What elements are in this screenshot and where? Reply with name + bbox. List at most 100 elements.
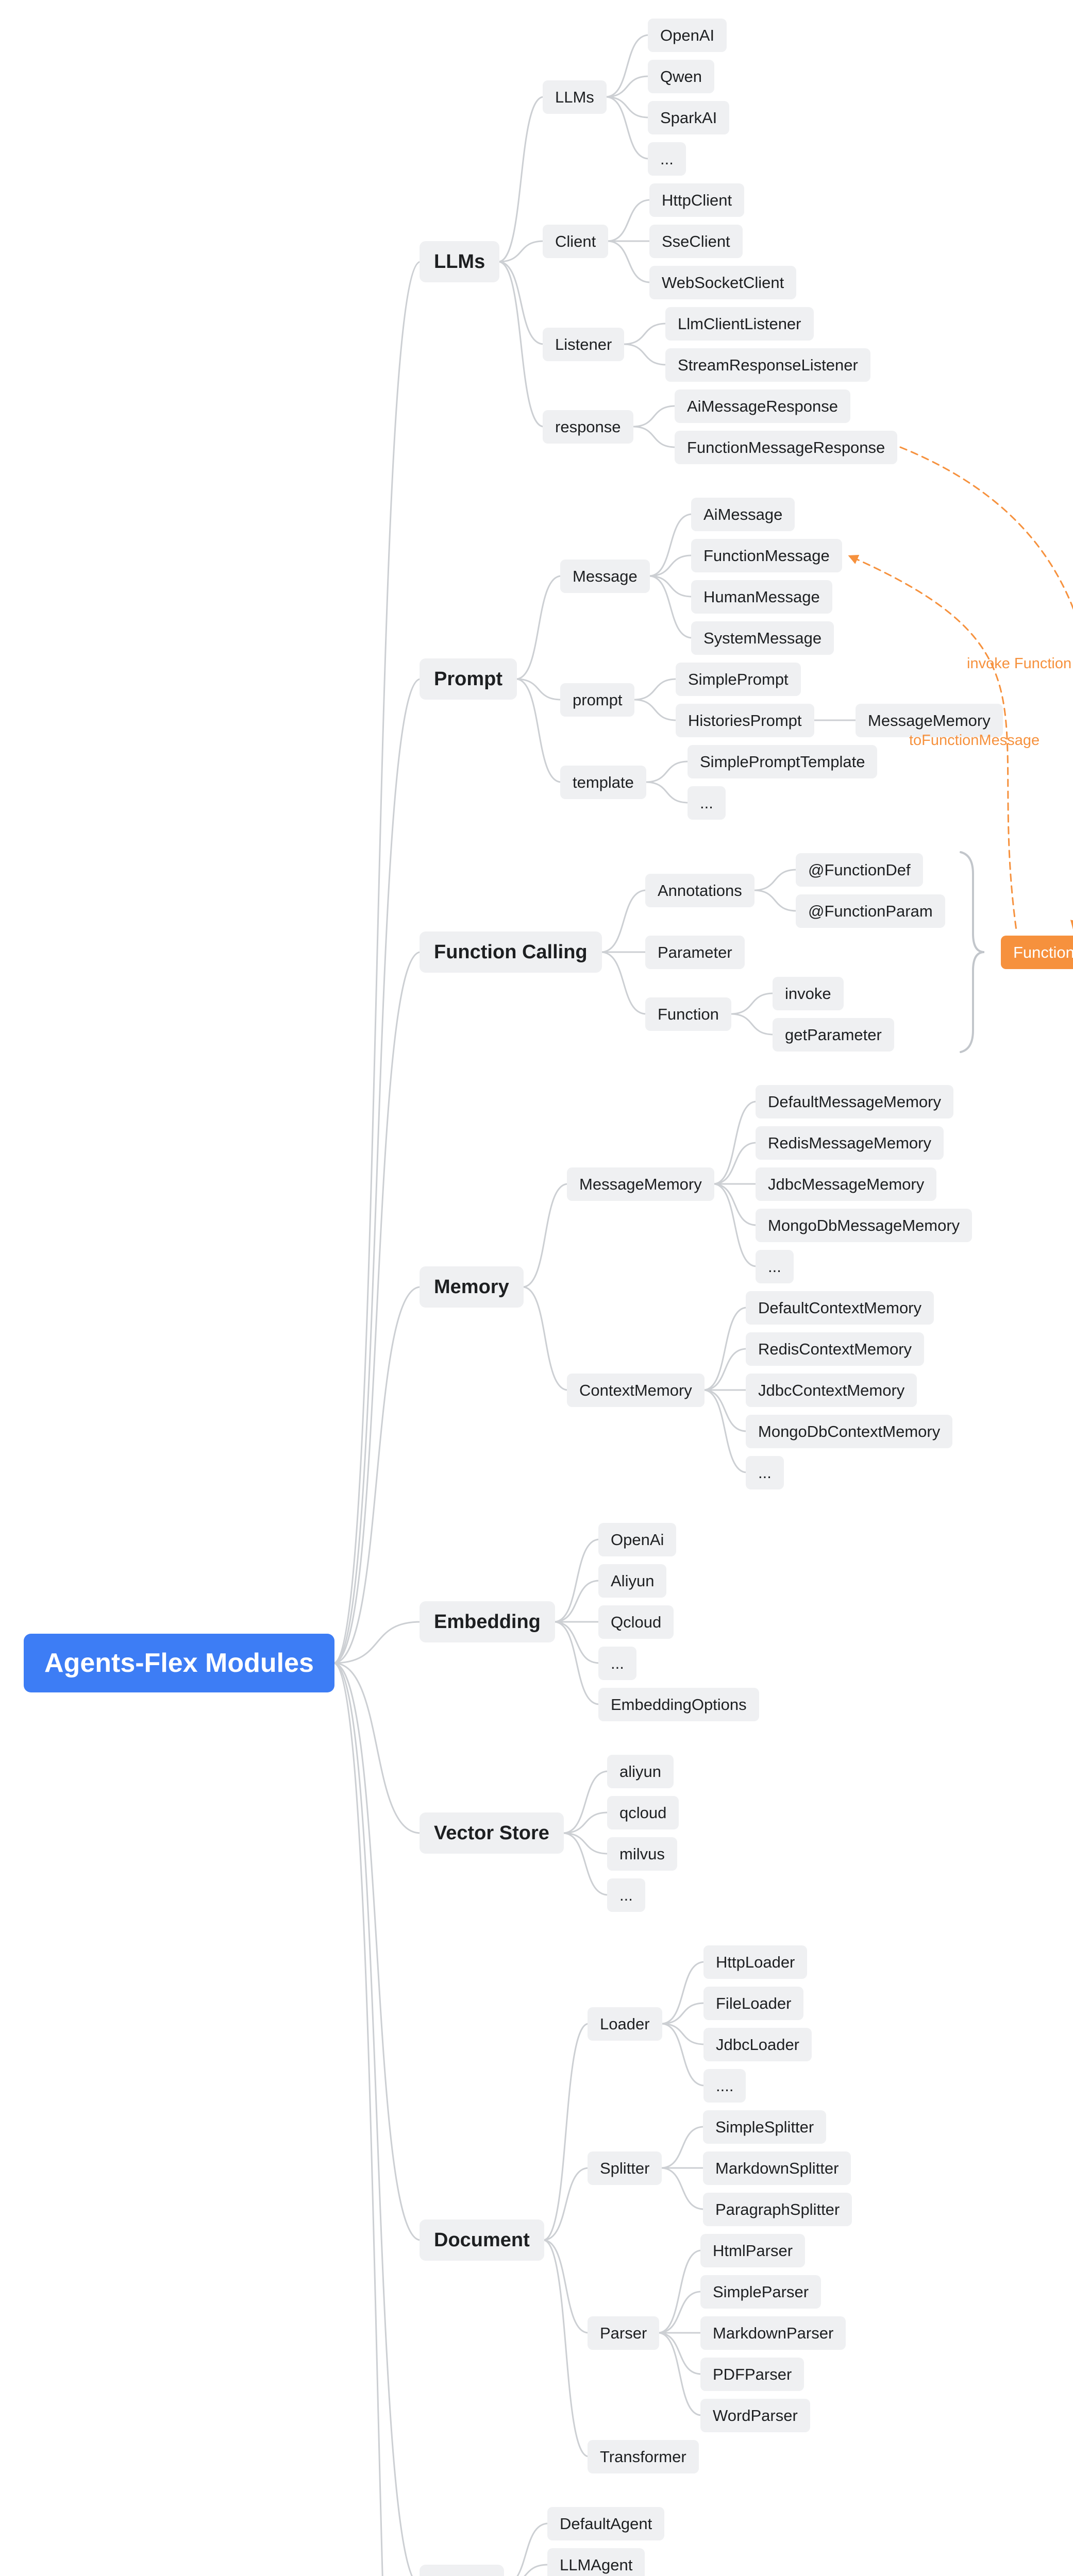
- node-embeddingoptions[interactable]: EmbeddingOptions: [598, 1688, 759, 1721]
- node-functiondef[interactable]: @FunctionDef: [796, 853, 923, 887]
- connector-link: [522, 1286, 569, 1391]
- node-annotations[interactable]: Annotations: [645, 874, 755, 907]
- node-mongodbmessagememory[interactable]: MongoDbMessageMemory: [756, 1209, 973, 1242]
- node-pdfparser[interactable]: PDFParser: [700, 2358, 804, 2391]
- node-defaultmessagememory[interactable]: DefaultMessageMemory: [756, 1085, 953, 1118]
- node-aimessage[interactable]: AiMessage: [691, 498, 795, 531]
- connector-link: [553, 1580, 600, 1623]
- connector-link: [712, 1183, 758, 1267]
- node-ellipsis[interactable]: ...: [688, 786, 726, 820]
- connector-link: [332, 1662, 422, 2241]
- node-simplesplitter[interactable]: SimpleSplitter: [703, 2110, 827, 2144]
- node-llms[interactable]: LLMs: [420, 241, 500, 282]
- connector-link: [752, 889, 798, 912]
- node-qcloud[interactable]: Qcloud: [598, 1605, 674, 1639]
- node-defaultcontextmemory[interactable]: DefaultContextMemory: [746, 1291, 934, 1325]
- node-loader[interactable]: Loader: [588, 2007, 662, 2041]
- node-response[interactable]: response: [543, 410, 633, 444]
- node-functionmessage[interactable]: FunctionMessage: [691, 539, 842, 572]
- node-parser[interactable]: Parser: [588, 2316, 660, 2350]
- node-functionparam[interactable]: @FunctionParam: [796, 894, 945, 928]
- node-messagememory[interactable]: MessageMemory: [567, 1167, 714, 1201]
- node-jdbcmessagememory[interactable]: JdbcMessageMemory: [756, 1167, 937, 1201]
- node-vector-store[interactable]: Vector Store: [420, 1812, 564, 1854]
- node-jdbccontextmemory[interactable]: JdbcContextMemory: [746, 1374, 917, 1407]
- node-agents-flex-modules[interactable]: Agents-Flex Modules: [24, 1634, 334, 1692]
- node-function[interactable]: Function: [645, 997, 731, 1031]
- node-simpleprompt[interactable]: SimplePrompt: [676, 663, 801, 696]
- node-httploader[interactable]: HttpLoader: [703, 1945, 808, 1979]
- node-markdownparser[interactable]: MarkdownParser: [700, 2316, 846, 2350]
- node-prompt[interactable]: Prompt: [420, 658, 517, 700]
- node-ellipsis[interactable]: ...: [598, 1647, 636, 1680]
- node-simpleparser[interactable]: SimpleParser: [700, 2275, 821, 2309]
- node-sseclient[interactable]: SseClient: [649, 225, 743, 258]
- node-wordparser[interactable]: WordParser: [700, 2399, 810, 2432]
- node-agent[interactable]: Agent: [420, 2565, 504, 2576]
- node-defaultagent[interactable]: DefaultAgent: [547, 2507, 665, 2540]
- node-client[interactable]: Client: [543, 225, 609, 258]
- node-rediscontextmemory[interactable]: RedisContextMemory: [746, 1332, 925, 1366]
- node-aliyun[interactable]: Aliyun: [598, 1564, 667, 1598]
- node-fileloader[interactable]: FileLoader: [703, 1987, 804, 2020]
- connector-link: [332, 261, 422, 1664]
- node-simpleprompttemplate[interactable]: SimplePromptTemplate: [688, 745, 878, 778]
- node-ellipsis[interactable]: ...: [648, 142, 686, 176]
- node-template[interactable]: template: [560, 766, 646, 799]
- node-splitter[interactable]: Splitter: [588, 2151, 662, 2185]
- node-memory[interactable]: Memory: [420, 1266, 524, 1308]
- node-sparkai[interactable]: SparkAI: [648, 101, 730, 134]
- node-contextmemory[interactable]: ContextMemory: [567, 1374, 705, 1407]
- node-transformer[interactable]: Transformer: [588, 2440, 699, 2473]
- node-messagememory[interactable]: MessageMemory: [856, 704, 1003, 737]
- node-ellipsis[interactable]: ...: [756, 1250, 794, 1283]
- node-milvus[interactable]: milvus: [607, 1837, 677, 1871]
- connector-link: [632, 699, 678, 721]
- node-systemmessage[interactable]: SystemMessage: [691, 621, 834, 655]
- node-jdbcloader[interactable]: JdbcLoader: [703, 2028, 812, 2061]
- node-mongodbcontextmemory[interactable]: MongoDbContextMemory: [746, 1415, 953, 1448]
- node-qwen[interactable]: Qwen: [648, 60, 714, 93]
- node-document[interactable]: Document: [420, 2219, 544, 2261]
- node-openai[interactable]: OpenAi: [598, 1523, 677, 1556]
- node-function-calling[interactable]: Function Calling: [420, 931, 602, 973]
- connector-link: [729, 1013, 775, 1036]
- node-message[interactable]: Message: [560, 560, 650, 593]
- node-websocketclient[interactable]: WebSocketClient: [649, 266, 797, 299]
- node-llms[interactable]: LLMs: [543, 80, 607, 114]
- node-redismessagememory[interactable]: RedisMessageMemory: [756, 1126, 944, 1160]
- connector-link: [553, 1538, 600, 1623]
- node-invoke[interactable]: invoke: [773, 977, 844, 1010]
- node-ellipsis[interactable]: ...: [746, 1456, 784, 1489]
- node-openai[interactable]: OpenAI: [648, 19, 727, 52]
- connector-link: [497, 240, 545, 263]
- node-listener[interactable]: Listener: [543, 328, 625, 361]
- connector-link: [605, 96, 650, 118]
- node-httpclient[interactable]: HttpClient: [649, 183, 745, 217]
- connector-link: [648, 575, 693, 598]
- connector-link: [515, 678, 562, 701]
- node-qcloud[interactable]: qcloud: [607, 1796, 679, 1829]
- connector-link: [702, 1307, 748, 1391]
- node-parameter[interactable]: Parameter: [645, 936, 745, 969]
- node-humanmessage[interactable]: HumanMessage: [691, 580, 832, 614]
- node-functionmessageresponse[interactable]: FunctionMessageResponse: [675, 431, 898, 464]
- node-getparameter[interactable]: getParameter: [773, 1018, 894, 1052]
- node-htmlparser[interactable]: HtmlParser: [700, 2234, 806, 2267]
- node-aimessageresponse[interactable]: AiMessageResponse: [675, 389, 850, 423]
- node-embedding[interactable]: Embedding: [420, 1601, 555, 1642]
- node-llmclientlistener[interactable]: LlmClientListener: [665, 307, 814, 341]
- node-historiesprompt[interactable]: HistoriesPrompt: [676, 704, 814, 737]
- function-node[interactable]: Function: [1001, 936, 1073, 969]
- node-paragraphsplitter[interactable]: ParagraphSplitter: [703, 2193, 852, 2226]
- connector-link: [332, 1662, 422, 1834]
- node-aliyun[interactable]: aliyun: [607, 1755, 674, 1788]
- node-ellipsis[interactable]: ....: [703, 2069, 746, 2103]
- node-markdownsplitter[interactable]: MarkdownSplitter: [703, 2151, 851, 2185]
- node-llmagent[interactable]: LLMAgent: [547, 2548, 645, 2576]
- node-streamresponselistener[interactable]: StreamResponseListener: [665, 348, 870, 382]
- node-prompt[interactable]: prompt: [560, 683, 635, 717]
- node-ellipsis[interactable]: ...: [607, 1878, 645, 1912]
